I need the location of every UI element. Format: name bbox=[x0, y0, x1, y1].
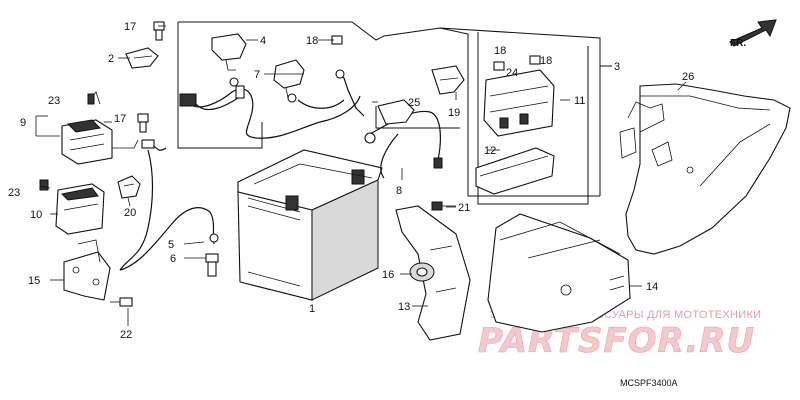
part-9-fuse-box bbox=[61, 91, 139, 165]
callout-22: 22 bbox=[120, 329, 132, 341]
callout-20: 20 bbox=[124, 207, 136, 219]
callout-16: 16 bbox=[382, 269, 394, 281]
callout-17-left: 17 bbox=[114, 113, 126, 125]
part-23-fuse-left bbox=[39, 179, 49, 191]
callout-1: 1 bbox=[309, 303, 315, 315]
front-label: FR. bbox=[730, 38, 746, 49]
callout-23-top: 23 bbox=[48, 95, 60, 107]
callout-18-top: 18 bbox=[306, 35, 318, 47]
callout-19: 19 bbox=[448, 107, 460, 119]
callout-15: 15 bbox=[28, 275, 40, 287]
part-10-fuse-cover bbox=[55, 183, 105, 235]
part-11-starter-relay bbox=[483, 69, 555, 137]
part-14-battery-tray bbox=[487, 213, 631, 333]
callout-23-left: 23 bbox=[8, 187, 20, 199]
part-23-fuse-top bbox=[87, 93, 95, 105]
callout-3: 3 bbox=[614, 61, 620, 73]
part-2-clamp bbox=[125, 47, 159, 69]
part-6-terminal-bolt bbox=[205, 253, 219, 277]
leader-lines bbox=[35, 25, 687, 326]
callout-9: 9 bbox=[20, 117, 26, 129]
callout-24: 24 bbox=[506, 67, 518, 79]
part-25-clamp bbox=[377, 99, 415, 125]
callout-10: 10 bbox=[30, 209, 42, 221]
callout-5: 5 bbox=[168, 239, 174, 251]
callout-11: 11 bbox=[574, 95, 585, 107]
callout-7: 7 bbox=[254, 69, 260, 81]
part-18-bolt-relay-right bbox=[529, 55, 541, 65]
part-19-bracket bbox=[431, 65, 465, 95]
part-21-bolt bbox=[431, 201, 456, 211]
callout-18-relay-left: 18 bbox=[494, 45, 506, 57]
part-18-bolt-relay-left bbox=[493, 61, 505, 71]
part-20-holder bbox=[117, 175, 141, 199]
part-26-side-cover bbox=[619, 83, 791, 255]
callout-12: 12 bbox=[484, 145, 496, 157]
callout-17-top: 17 bbox=[124, 21, 136, 33]
callout-18-relay-right: 18 bbox=[540, 55, 552, 67]
part-22-bolt bbox=[110, 297, 133, 307]
callout-2: 2 bbox=[108, 53, 114, 65]
front-direction-arrow: FR. bbox=[729, 19, 777, 49]
part-17-bolt-left bbox=[137, 113, 149, 133]
callout-13: 13 bbox=[398, 301, 410, 313]
callout-8: 8 bbox=[396, 185, 402, 197]
part-15-bracket bbox=[63, 239, 111, 301]
callout-numbers: 17 2 4 7 18 23 9 17 23 10 20 5 6 15 22 1… bbox=[8, 21, 694, 341]
part-1-battery bbox=[237, 149, 383, 301]
part-17-bolt-top bbox=[153, 21, 165, 41]
callout-6: 6 bbox=[170, 253, 176, 265]
callout-26: 26 bbox=[682, 71, 694, 83]
callout-21: 21 bbox=[458, 202, 470, 214]
diagram-code: MCSPF3400A bbox=[620, 378, 678, 388]
part-4-terminal-cap bbox=[211, 33, 247, 71]
part-7-terminal-cap bbox=[273, 59, 305, 101]
cable-terminals bbox=[141, 69, 443, 243]
callout-4: 4 bbox=[260, 35, 266, 47]
callout-25: 25 bbox=[408, 97, 420, 109]
battery-cables bbox=[119, 73, 441, 271]
part-16-grommet bbox=[409, 262, 435, 282]
part-12-relay-cover bbox=[475, 147, 555, 195]
callout-14: 14 bbox=[646, 281, 658, 293]
